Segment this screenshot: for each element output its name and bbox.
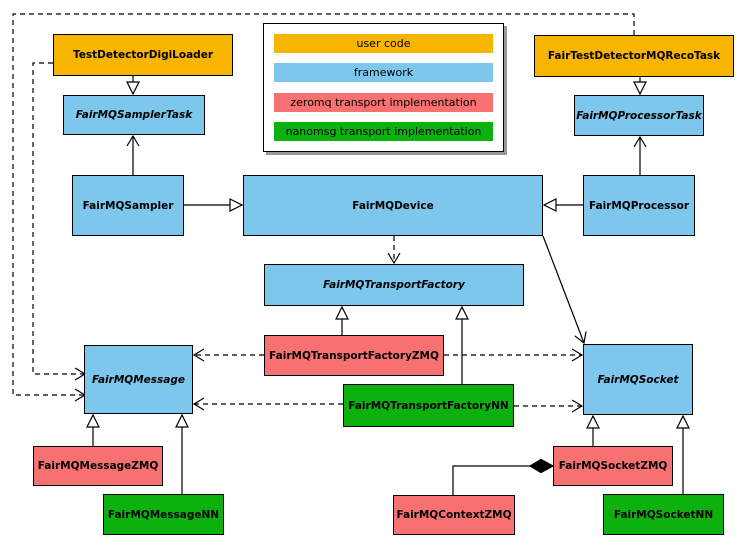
node-fairmqmessagezmq: FairMQMessageZMQ [33,446,163,486]
legend-item-zeromq: zeromq transport implementation [274,92,493,112]
legend-item-framework: framework [274,63,493,83]
node-fairmqtransportfactoryzmq: FairMQTransportFactoryZMQ [264,335,444,376]
node-fairmqcontextzmq: FairMQContextZMQ [393,495,515,535]
node-fairtestdetectormqrecotask: FairTestDetectorMQRecoTask [534,35,734,77]
node-fairmqmessage: FairMQMessage [84,345,193,414]
node-fairmqsocketnn: FairMQSocketNN [603,494,724,535]
legend-item-nanomsg: nanomsg transport implementation [274,121,493,141]
edge-recotask-depends-message [12,13,635,402]
node-fairmqtransportfactorynn: FairMQTransportFactoryNN [343,384,514,427]
node-fairmqsocketzmq: FairMQSocketZMQ [553,446,673,486]
edge-contextzmq-composition-line [452,465,531,495]
node-fairmqdevice: FairMQDevice [243,175,543,236]
node-fairmqsampler: FairMQSampler [72,175,184,236]
legend: user code framework zeromq transport imp… [263,23,504,152]
node-fairmqprocessortask: FairMQProcessorTask [574,95,704,136]
node-testdetectordigiloader: TestDetectorDigiLoader [53,34,233,76]
edge-device-uses-socket [542,235,587,345]
composition-diamond-icon [528,458,555,474]
legend-item-user-code: user code [274,34,493,53]
node-fairmqtransportfactory: FairMQTransportFactory [264,264,524,306]
edge-digiloader-depends-message [32,62,87,381]
node-fairmqprocessor: FairMQProcessor [583,175,695,236]
node-fairmqsocket: FairMQSocket [583,344,693,415]
node-fairmqmessagenn: FairMQMessageNN [103,494,224,535]
node-fairmqsamplertask: FairMQSamplerTask [63,95,205,135]
